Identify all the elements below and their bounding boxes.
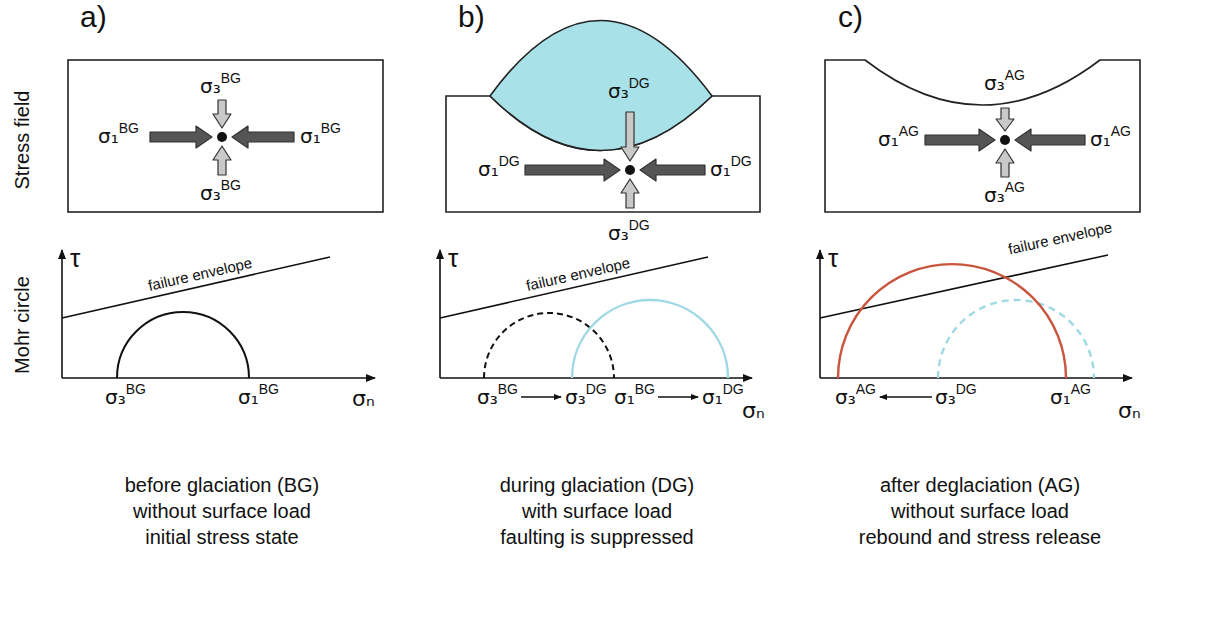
superscript: AG: [1005, 67, 1025, 83]
stress-point: [1000, 135, 1010, 145]
stress-symbol: σ₁: [1090, 128, 1111, 151]
superscript: DG: [629, 217, 650, 233]
heading-label: a): [80, 0, 107, 35]
mohr-circle: [572, 300, 728, 378]
superscript: DG: [499, 153, 520, 169]
stress-arrow: [213, 100, 231, 128]
rotated-label: failure envelope: [524, 254, 631, 294]
mohr-circle: [838, 264, 1066, 378]
stress-arrow: [996, 108, 1014, 131]
stress-symbol: σₙ: [742, 398, 765, 423]
superscript: BG: [259, 381, 279, 397]
superscript: AG: [856, 381, 876, 397]
stress-symbol: σ₃: [608, 80, 629, 103]
caption-line: rebound and stress release: [859, 526, 1101, 549]
tau-axis: [61, 250, 63, 378]
shift-arrow: [658, 396, 698, 397]
superscript: BG: [498, 381, 518, 397]
heading-label: τ: [70, 244, 80, 274]
stress-point: [217, 132, 227, 142]
stress-arrow: [1015, 129, 1085, 151]
tau-axis: [439, 250, 441, 378]
stress-symbol: σ₃: [835, 386, 856, 409]
stress-point: [625, 165, 635, 175]
superscript: BG: [119, 120, 139, 136]
crust-block: [68, 60, 383, 212]
rotated-label: Stress field: [11, 91, 34, 190]
stress-symbol: σₙ: [1118, 398, 1141, 423]
stress-symbol: σ₁: [300, 125, 321, 148]
stress-arrow: [640, 159, 705, 181]
superscript: DG: [586, 381, 607, 397]
stress-symbol: σ₁: [702, 386, 723, 409]
heading-label: τ: [448, 244, 458, 274]
caption-line: after deglaciation (AG): [880, 474, 1080, 497]
mohr-circle: [117, 312, 249, 378]
stress-symbol: σ₁: [878, 128, 899, 151]
mohr-circle-previous: [938, 300, 1094, 378]
superscript: BG: [126, 381, 146, 397]
stress-symbol: σ₃: [200, 75, 221, 98]
caption-line: during glaciation (DG): [500, 474, 695, 497]
superscript: DG: [629, 75, 650, 91]
sigma-axis: [62, 377, 375, 379]
stress-symbol: σ₃: [105, 386, 126, 409]
heading-label: b): [458, 0, 485, 35]
stress-symbol: σ₁: [98, 125, 119, 148]
superscript: BG: [321, 120, 341, 136]
stress-symbol: σ₃: [565, 386, 586, 409]
superscript: BG: [221, 70, 241, 86]
stress-symbol: σₙ: [352, 386, 375, 411]
stress-arrow: [925, 129, 995, 151]
stress-symbol: σ₃: [608, 222, 629, 245]
superscript: AG: [1071, 381, 1091, 397]
stress-arrow: [232, 126, 294, 148]
superscript: BG: [221, 177, 241, 193]
stress-arrow: [996, 149, 1014, 177]
stress-symbol: σ₁: [614, 386, 635, 409]
rotated-label: Mohr circle: [11, 276, 34, 374]
superscript: DG: [956, 381, 977, 397]
rotated-label: failure envelope: [146, 254, 253, 294]
stress-arrow: [213, 146, 231, 175]
stress-symbol: σ₁: [478, 158, 499, 181]
shift-arrow: [880, 396, 932, 397]
stress-symbol: σ₃: [984, 184, 1005, 207]
caption-line: before glaciation (BG): [125, 474, 320, 497]
stress-arrow: [621, 179, 639, 208]
caption-line: without surface load: [133, 500, 311, 523]
stress-symbol: σ₁: [1050, 386, 1071, 409]
superscript: DG: [723, 381, 744, 397]
stress-symbol: σ₃: [935, 386, 956, 409]
sigma-axis: [440, 377, 752, 379]
rotated-label: failure envelope: [1006, 218, 1113, 257]
tau-axis: [819, 250, 821, 378]
crust-block: [825, 60, 1140, 212]
stress-arrow: [621, 112, 639, 161]
stress-symbol: σ₁: [238, 386, 259, 409]
shift-arrow: [521, 396, 561, 397]
caption-line: faulting is suppressed: [500, 526, 693, 549]
stress-arrow: [150, 126, 212, 148]
stress-symbol: σ₃: [477, 386, 498, 409]
caption-line: initial stress state: [145, 526, 298, 549]
superscript: AG: [1111, 123, 1131, 139]
ice-sheet: [490, 21, 712, 151]
stress-symbol: σ₃: [984, 72, 1005, 95]
sigma-axis: [820, 377, 1132, 379]
heading-label: c): [838, 0, 863, 35]
stress-symbol: σ₃: [200, 182, 221, 205]
superscript: AG: [1005, 179, 1025, 195]
superscript: DG: [731, 153, 752, 169]
superscript: AG: [899, 123, 919, 139]
stress-arrow: [525, 159, 620, 181]
stress-symbol: σ₁: [710, 158, 731, 181]
caption-line: with surface load: [522, 500, 672, 523]
heading-label: τ: [828, 244, 838, 274]
caption-line: without surface load: [891, 500, 1069, 523]
superscript: BG: [635, 381, 655, 397]
